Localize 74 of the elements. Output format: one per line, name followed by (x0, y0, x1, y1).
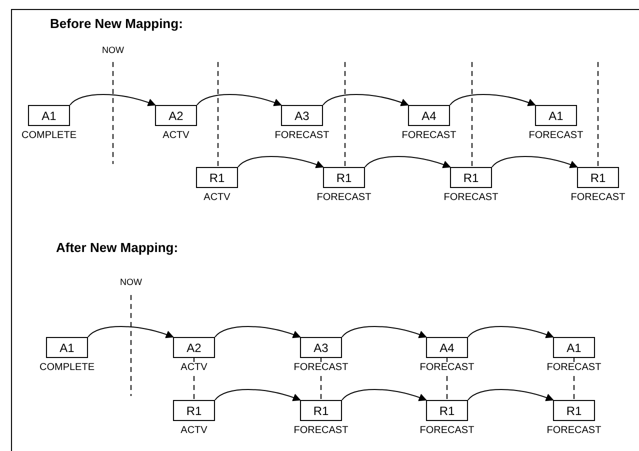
task-name: A3 (294, 110, 310, 122)
task-box (300, 337, 342, 358)
section-heading: Before New Mapping: (50, 16, 183, 31)
task-box (155, 105, 197, 126)
status-label: FORECAST (400, 130, 458, 141)
task-name: A1 (42, 110, 56, 122)
status-label: ACTV (202, 192, 232, 203)
task-name: A2 (186, 342, 202, 354)
task-box (450, 167, 492, 188)
status-label: FORECAST (418, 362, 476, 373)
task-name: R1 (463, 172, 479, 184)
status-label: COMPLETE (38, 362, 96, 373)
dashed-connector (320, 358, 322, 400)
task-box (300, 400, 342, 421)
status-label: FORECAST (418, 425, 476, 436)
task-box (323, 167, 365, 188)
curved-arrow (468, 389, 554, 402)
task-name: R1 (186, 404, 202, 416)
now-label: NOW (120, 277, 142, 287)
status-label: FORECAST (546, 362, 602, 373)
task-box (281, 105, 323, 126)
status-label: FORECAST (292, 362, 350, 373)
task-box (173, 337, 215, 358)
task-box (553, 337, 595, 358)
task-name: A2 (168, 110, 184, 122)
status-label: COMPLETE (20, 130, 78, 141)
task-name: R1 (209, 172, 225, 184)
task-name: A1 (566, 342, 582, 354)
status-label: ACTV (162, 130, 190, 141)
task-box (408, 105, 450, 126)
task-name: R1 (336, 172, 352, 184)
status-label: FORECAST (274, 130, 330, 141)
task-name: R1 (566, 404, 582, 416)
status-label: FORECAST (528, 130, 584, 141)
curved-arrow (364, 156, 451, 168)
task-name: A1 (548, 110, 564, 122)
task-box (28, 105, 70, 126)
status-label: ACTV (180, 362, 208, 373)
status-label: ACTV (180, 425, 208, 436)
curved-arrow (88, 326, 174, 338)
task-box (196, 167, 238, 188)
task-name: R1 (313, 404, 329, 416)
status-label: FORECAST (442, 192, 500, 203)
curved-arrow (450, 94, 536, 106)
task-box (46, 337, 88, 358)
status-label: FORECAST (546, 425, 602, 436)
section-heading: After New Mapping: (56, 240, 178, 255)
status-label: FORECAST (316, 192, 372, 203)
task-name: A4 (440, 342, 454, 354)
task-name: A1 (60, 342, 74, 354)
task-box (426, 400, 468, 421)
curved-arrow (214, 326, 301, 338)
curved-arrow (492, 156, 578, 168)
task-box (173, 400, 215, 421)
status-label: FORECAST (570, 192, 626, 203)
curved-arrow (468, 326, 554, 338)
task-name: R1 (439, 404, 455, 416)
curved-arrow (214, 389, 301, 402)
dashed-connector (446, 358, 448, 400)
task-box (535, 105, 577, 126)
now-label: NOW (102, 45, 124, 55)
curved-arrow (196, 94, 282, 106)
task-name: A3 (314, 342, 328, 354)
task-name: A4 (422, 110, 436, 122)
task-box (426, 337, 468, 358)
task-box (553, 400, 595, 421)
curved-arrow (342, 389, 427, 402)
status-label: FORECAST (292, 425, 350, 436)
curved-arrow (322, 94, 409, 106)
task-box (577, 167, 619, 188)
curved-arrow (238, 156, 324, 168)
curved-arrow (342, 326, 427, 338)
task-name: R1 (590, 172, 606, 184)
curved-arrow (70, 94, 156, 106)
